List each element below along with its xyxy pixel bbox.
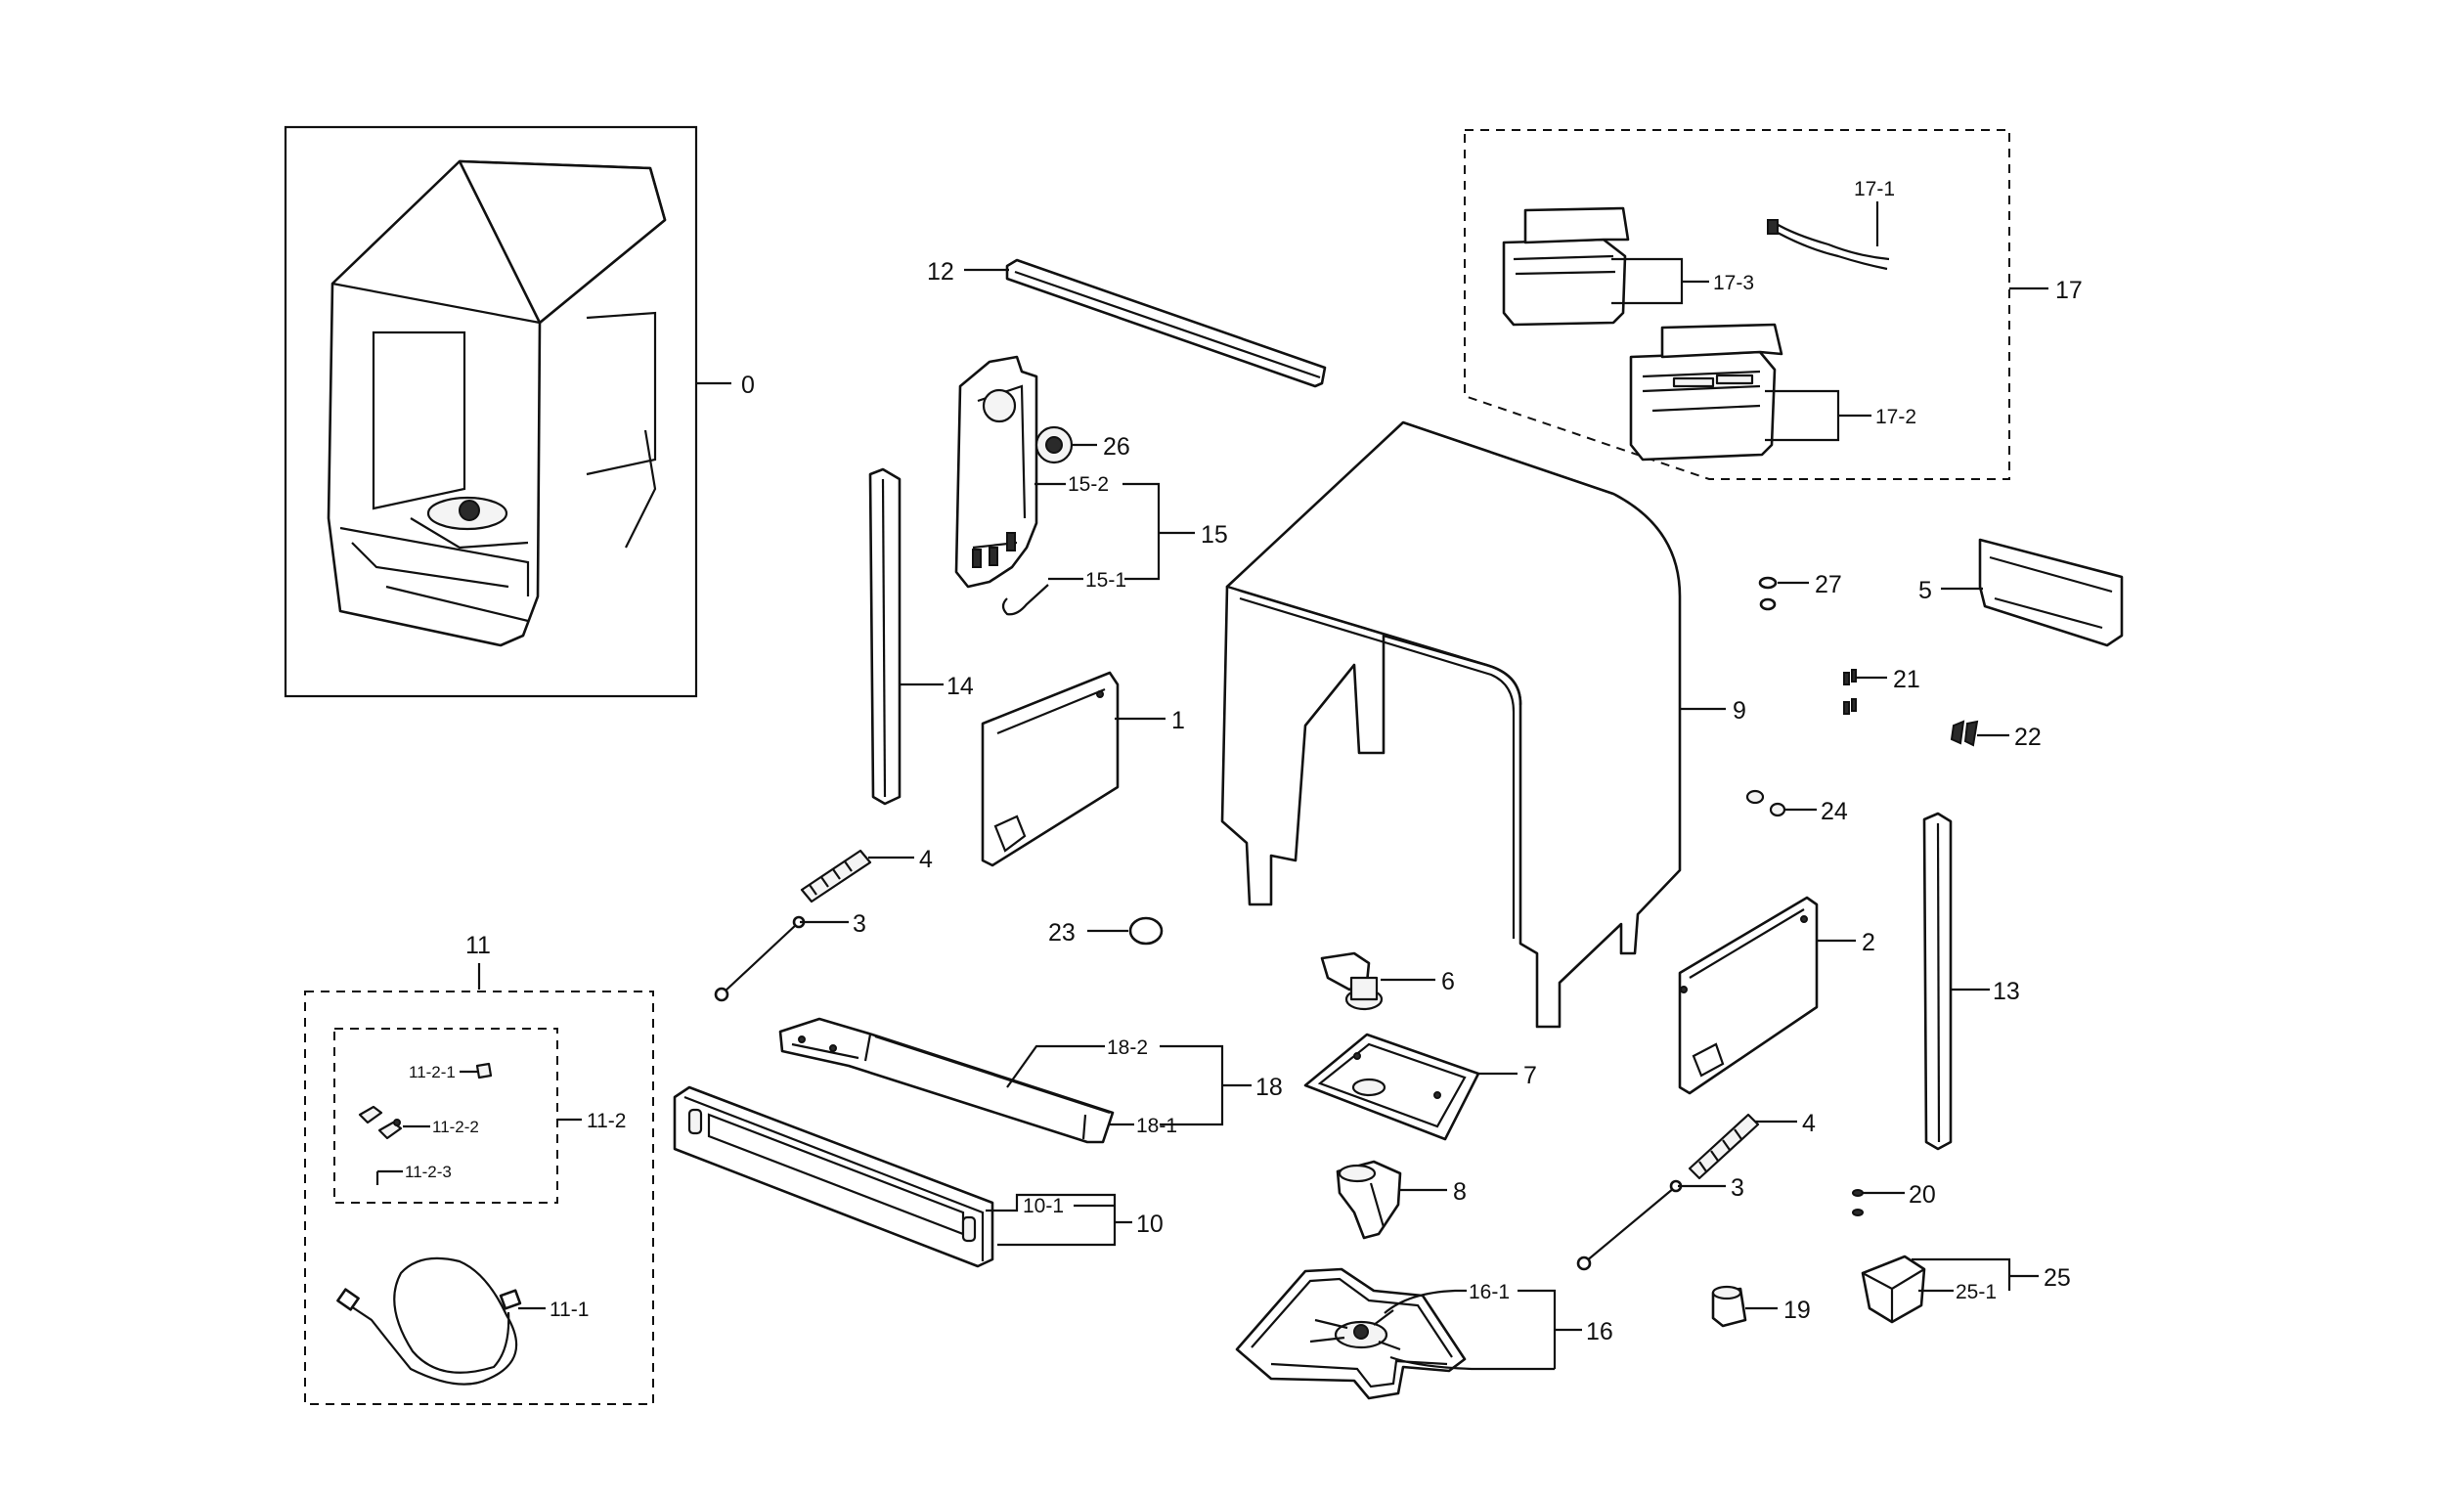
part-3-right-label: 3 [1731, 1174, 1744, 1202]
part-10-kick-panel: 10-1 10 [673, 1085, 1164, 1268]
part-21-label: 21 [1893, 666, 1920, 693]
part-0-cabinet-assembly: 0 [284, 125, 755, 698]
part-4-left-label: 4 [919, 846, 933, 873]
part-15-label: 15 [1201, 521, 1228, 549]
part-14-label: 14 [946, 673, 974, 700]
part-17-2-label: 17-2 [1875, 406, 1916, 428]
part-1-label: 1 [1171, 707, 1185, 734]
part-4-spring-left: 4 [800, 846, 933, 903]
part-18-lower-bracket: 18-2 18-1 18 [778, 1017, 1283, 1144]
part-18-2-label: 18-2 [1107, 1036, 1148, 1059]
part-15-side-bracket: 26 15-2 15-1 15 [954, 355, 1228, 616]
part-24-label: 24 [1821, 798, 1848, 825]
part-27-label: 27 [1815, 571, 1842, 598]
part-15-2-label: 15-2 [1068, 473, 1109, 496]
part-11-2-3-label: 11-2-3 [405, 1163, 452, 1181]
part-11-label: 11 [465, 932, 491, 959]
part-5-label: 5 [1918, 577, 1932, 604]
part-19-foot-cap: 19 [1711, 1285, 1811, 1328]
part-18-1-label: 18-1 [1136, 1115, 1177, 1137]
part-12-label: 12 [927, 258, 954, 286]
part-11-2-1-label: 11-2-1 [409, 1063, 456, 1081]
part-19-label: 19 [1783, 1297, 1811, 1324]
part-23-label: 23 [1048, 919, 1076, 947]
part-13-right-trim: 13 [1922, 812, 2020, 1151]
part-20-pins: 20 [1852, 1181, 1936, 1216]
part-11-hose-kit: 11 11-2 11-2-1 11-2-2 11-2-3 11-1 [304, 932, 654, 1405]
part-20-label: 20 [1909, 1181, 1936, 1209]
part-7-plate: 7 [1303, 1033, 1537, 1141]
part-25-label: 25 [2044, 1264, 2071, 1292]
part-23-o-ring: 23 [1048, 916, 1164, 947]
part-27-rings: 27 [1758, 571, 1842, 611]
part-0-frame [284, 125, 698, 698]
part-18-2-leader [1006, 1044, 1105, 1088]
part-25-block: 25-1 25 [1861, 1255, 2071, 1324]
part-2-label: 2 [1862, 929, 1875, 956]
part-25-1-label: 25-1 [1956, 1281, 1997, 1303]
part-21-clips: 21 [1843, 666, 1920, 715]
part-1-left-panel: 1 [981, 671, 1185, 867]
part-16-label: 16 [1586, 1318, 1613, 1345]
part-10-1-label: 10-1 [1023, 1195, 1064, 1217]
part-7-label: 7 [1523, 1062, 1537, 1089]
part-6-label: 6 [1441, 968, 1455, 995]
part-5-control-bracket: 5 [1918, 538, 2124, 647]
part-17-3-label: 17-3 [1713, 272, 1754, 294]
part-12-top-rail: 12 [927, 258, 1327, 388]
part-18-label: 18 [1255, 1074, 1283, 1101]
part-11-dashed-frame [304, 991, 654, 1405]
part-8-label: 8 [1453, 1178, 1467, 1206]
part-9-label: 9 [1733, 697, 1746, 725]
part-11-2-dashed-frame [333, 1028, 558, 1204]
part-0-label: 0 [741, 372, 755, 399]
part-4-right-label: 4 [1802, 1110, 1816, 1137]
part-10-label: 10 [1136, 1211, 1164, 1238]
part-11-2-2-label: 11-2-2 [432, 1118, 479, 1136]
part-4-spring-right: 4 [1688, 1110, 1816, 1180]
part-3-rod-left: 3 [714, 910, 866, 1002]
part-17-detergent-dispensers: 17-3 17-1 17-2 17 [1464, 129, 2083, 480]
part-11-1-label: 11-1 [550, 1299, 589, 1321]
part-16-base: 16-1 16 [1235, 1267, 1613, 1400]
part-17-label: 17 [2055, 277, 2083, 304]
part-6-valve: 6 [1320, 951, 1455, 1011]
part-17-dashed-frame [1464, 129, 2010, 480]
part-22-fasteners: 22 [1950, 720, 2042, 751]
part-22-label: 22 [2014, 724, 2042, 751]
part-17-2-leader [1765, 389, 1840, 442]
part-15-1-label: 15-1 [1085, 569, 1126, 592]
part-13-label: 13 [1993, 978, 2020, 1005]
part-16-1-leader [1518, 1289, 1557, 1369]
part-3-left-label: 3 [853, 910, 866, 938]
part-9-tub: 9 [1220, 420, 1746, 1029]
part-14-left-trim: 14 [868, 467, 974, 806]
part-16-1-label: 16-1 [1469, 1281, 1510, 1303]
part-26-label: 26 [1103, 433, 1130, 461]
part-11-2-label: 11-2 [587, 1110, 626, 1132]
part-24-knobs: 24 [1745, 789, 1848, 825]
part-8-sump: 8 [1336, 1160, 1467, 1240]
part-3-rod-right: 3 [1576, 1174, 1744, 1271]
part-2-right-panel: 2 [1678, 896, 1875, 1095]
part-17-1-label: 17-1 [1854, 178, 1895, 200]
